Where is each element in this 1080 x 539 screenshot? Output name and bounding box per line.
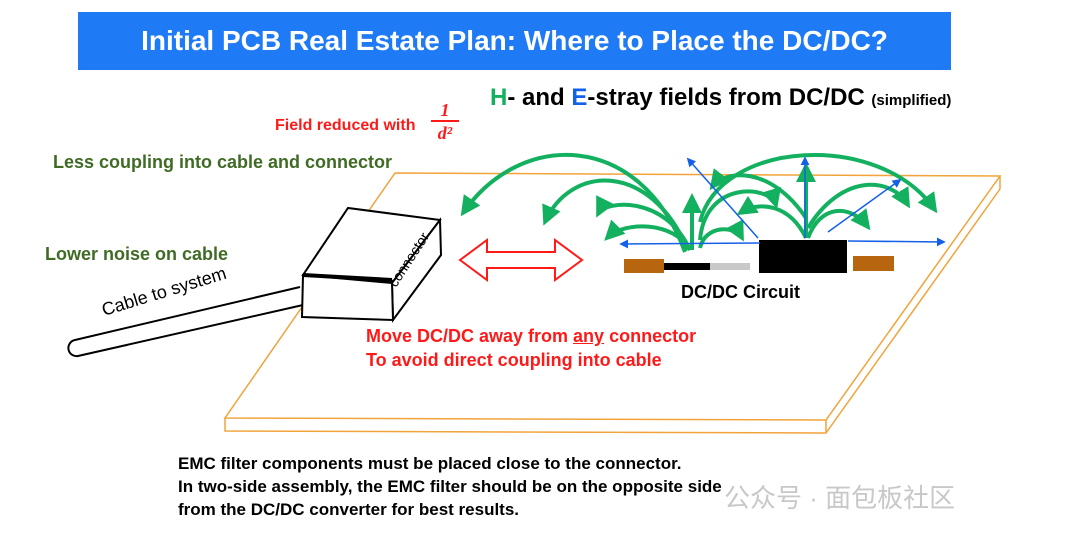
move-note-post: connector [604, 326, 697, 346]
watermark-text: 公众号 · 面包板社区 [724, 483, 956, 513]
e-field-letter: E [571, 84, 588, 111]
cable [67, 286, 304, 358]
less-coupling-note: Less coupling into cable and connector [53, 152, 393, 172]
connector-box [300, 206, 443, 323]
bottom-note-3: from the DC/DC converter for best result… [178, 500, 520, 519]
bottom-note-2: In two-side assembly, the EMC filter sho… [178, 477, 722, 496]
h-field-letter: H [490, 84, 508, 111]
field-reduced-label: Field reduced with [275, 117, 416, 134]
distance-double-arrow [458, 238, 584, 282]
heading-part-1: - and [507, 84, 572, 111]
dcdc-components [624, 240, 894, 273]
heading-simplified: (simplified) [871, 92, 952, 109]
avoid-coupling-note: To avoid direct coupling into cable [366, 350, 662, 370]
fraction-denominator: d² [437, 123, 453, 143]
move-note-any: any [573, 326, 605, 346]
page-title: Initial PCB Real Estate Plan: Where to P… [141, 25, 888, 56]
h-field-lines [460, 152, 938, 253]
e-field-lines [619, 156, 946, 249]
move-dcdc-note: Move DC/DC away from any connector [366, 326, 696, 347]
bottom-note-1: EMC filter components must be placed clo… [178, 454, 682, 473]
dcdc-circuit-label: DC/DC Circuit [681, 282, 801, 302]
heading-part-2: -stray fields from DC/DC [587, 84, 872, 111]
lower-noise-note: Lower noise on cable [45, 244, 229, 264]
bottom-notes: EMC filter components must be placed clo… [178, 452, 722, 521]
fraction-numerator: 1 [431, 100, 459, 122]
title-banner: Initial PCB Real Estate Plan: Where to P… [78, 12, 951, 70]
inverse-square-fraction: 1 d² [431, 100, 459, 144]
stray-fields-heading: H- and E-stray fields from DC/DC (simpli… [490, 84, 951, 112]
move-note-pre: Move DC/DC away from [366, 326, 574, 346]
